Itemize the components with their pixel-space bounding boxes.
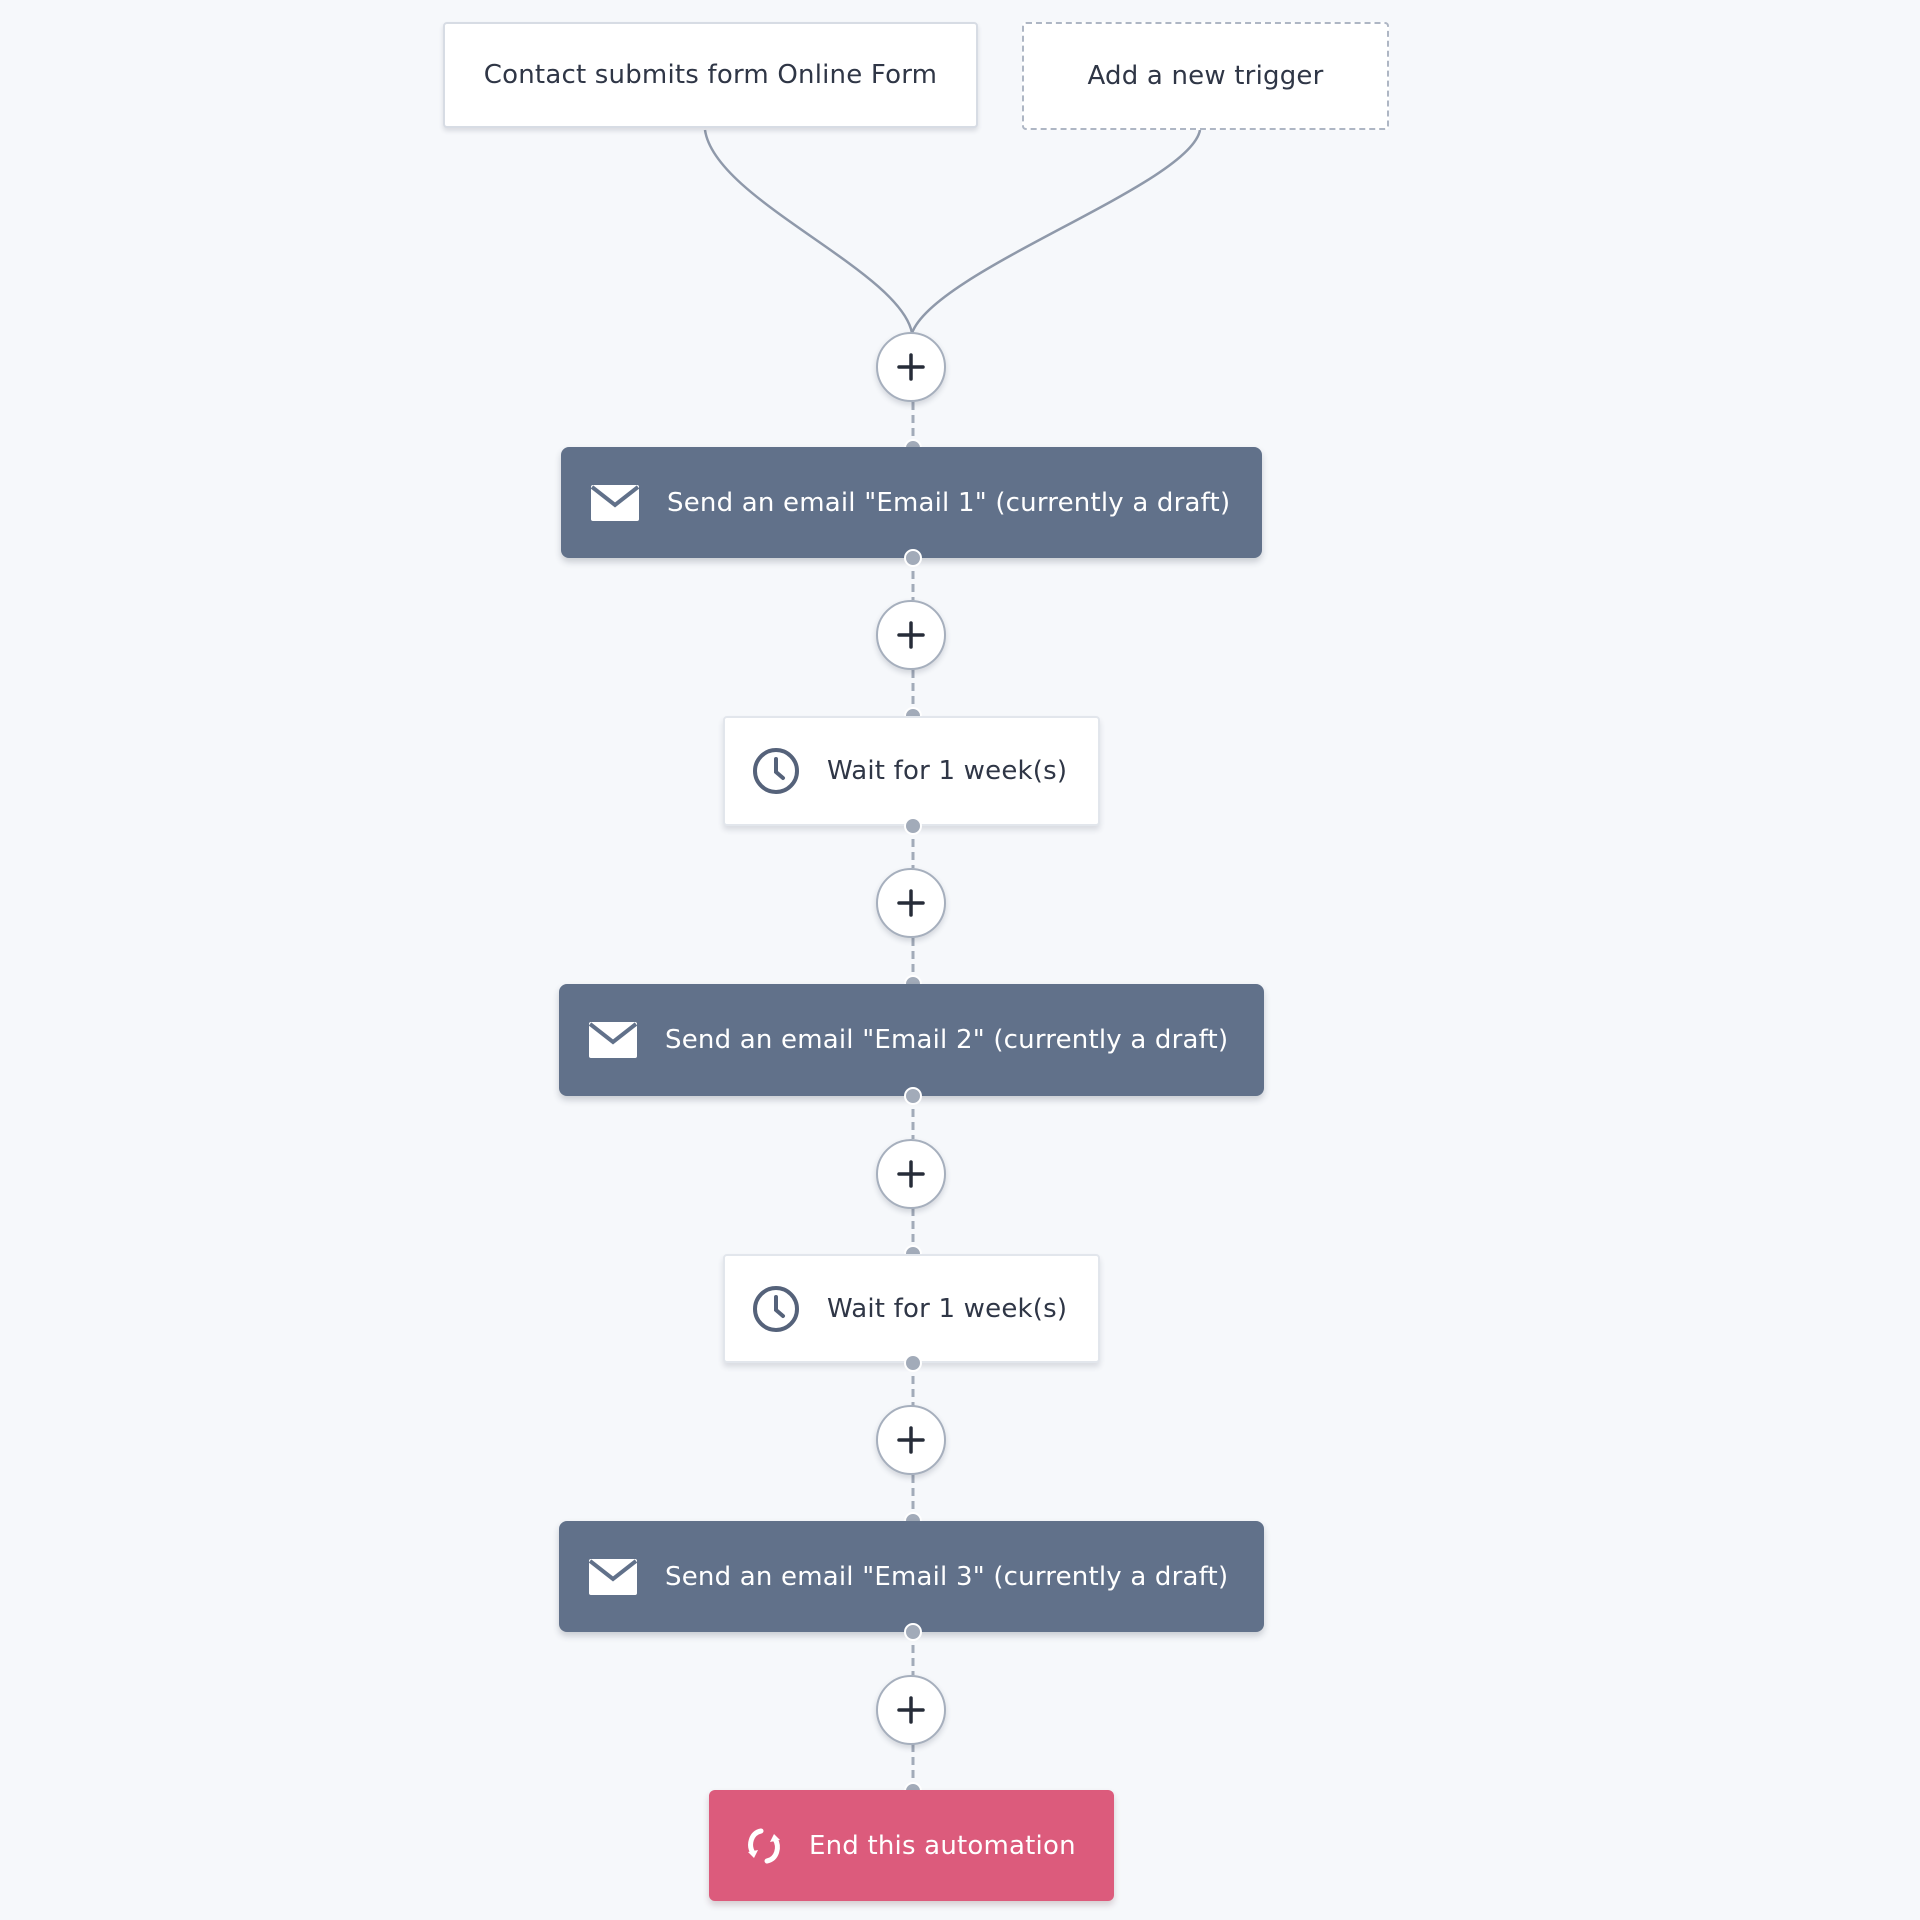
clock-icon	[751, 746, 801, 796]
add-step-button-3[interactable]	[876, 868, 946, 938]
connector-dot	[904, 1623, 922, 1641]
trigger-label: Contact submits form Online Form	[483, 60, 938, 90]
step-send-email-2[interactable]: Send an email "Email 2" (currently a dra…	[559, 984, 1264, 1096]
step-send-email-1[interactable]: Send an email "Email 1" (currently a dra…	[561, 447, 1262, 558]
plus-icon	[897, 353, 925, 381]
step-send-email-3[interactable]: Send an email "Email 3" (currently a dra…	[559, 1521, 1264, 1632]
connector-dot	[904, 1354, 922, 1372]
add-trigger-button[interactable]: Add a new trigger	[1022, 22, 1389, 130]
envelope-icon	[589, 1022, 637, 1058]
add-trigger-label: Add a new trigger	[1087, 61, 1324, 91]
plus-icon	[897, 1160, 925, 1188]
add-step-button-4[interactable]	[876, 1139, 946, 1209]
connector-dot	[904, 1087, 922, 1105]
add-step-button-6[interactable]	[876, 1675, 946, 1745]
step-wait-1[interactable]: Wait for 1 week(s)	[723, 716, 1100, 826]
plus-icon	[897, 1426, 925, 1454]
step-label: End this automation	[809, 1830, 1076, 1861]
clock-icon	[751, 1284, 801, 1334]
connector-dot	[904, 817, 922, 835]
step-label: Send an email "Email 1" (currently a dra…	[667, 487, 1231, 518]
step-label: Wait for 1 week(s)	[827, 1293, 1068, 1324]
trigger-form-submitted[interactable]: Contact submits form Online Form	[443, 22, 978, 128]
envelope-icon	[589, 1558, 637, 1595]
add-step-button-2[interactable]	[876, 600, 946, 670]
add-step-button-5[interactable]	[876, 1405, 946, 1475]
step-end-automation[interactable]: End this automation	[709, 1790, 1114, 1901]
plus-icon	[897, 1696, 925, 1724]
step-wait-2[interactable]: Wait for 1 week(s)	[723, 1254, 1100, 1363]
step-label: Send an email "Email 3" (currently a dra…	[665, 1561, 1229, 1592]
loop-arrows-icon	[739, 1821, 789, 1871]
plus-icon	[897, 621, 925, 649]
step-label: Send an email "Email 2" (currently a dra…	[665, 1025, 1229, 1055]
connector-dot	[904, 549, 922, 567]
step-label: Wait for 1 week(s)	[827, 756, 1068, 786]
plus-icon	[897, 889, 925, 917]
envelope-icon	[591, 484, 639, 521]
add-step-button-1[interactable]	[876, 332, 946, 402]
